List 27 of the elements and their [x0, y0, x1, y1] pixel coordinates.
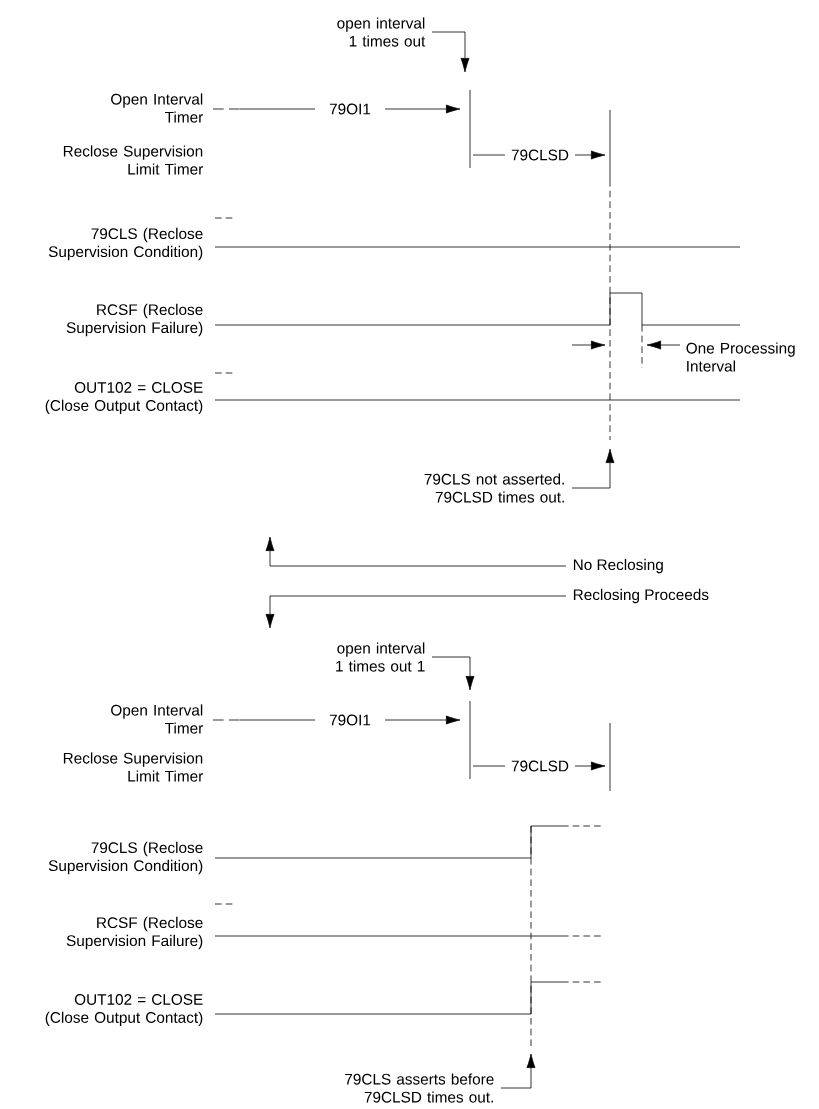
- leader-arrow: [431, 31, 470, 73]
- signal-label: 79CLSD: [509, 148, 571, 162]
- leader-arrow: [265, 536, 567, 567]
- signal-label: RCSF (Reclose Supervision Failure): [66, 916, 203, 950]
- signal-label: One Processing Interval: [686, 342, 795, 372]
- leader-arrow: [265, 595, 567, 629]
- signal-label: 79OI1: [327, 713, 373, 727]
- signal-label: Reclose Supervision Limit Timer: [63, 752, 203, 782]
- leader-arrow: [500, 1053, 536, 1089]
- signal-label: 79CLSD: [509, 759, 571, 773]
- leader-arrow: [571, 448, 615, 489]
- signal-label: 79OI1: [327, 102, 373, 116]
- callout-text: 79CLS asserts before 79CLSD times out.: [345, 1073, 494, 1103]
- signal-label: OUT102 = CLOSE (Close Output Contact): [45, 382, 203, 414]
- signal-label: OUT102 = CLOSE (Close Output Contact): [45, 994, 203, 1026]
- signal-label: Reclose Supervision Limit Timer: [63, 145, 203, 175]
- leader-arrow: [431, 656, 475, 691]
- signal-label: Open Interval Timer: [111, 93, 203, 123]
- callout-text: 79CLS not asserted. 79CLSD times out.: [424, 473, 564, 503]
- signal-label: 79CLS (Reclose Supervision Condition): [48, 841, 203, 875]
- signal-label: RCSF (Reclose Supervision Failure): [66, 303, 203, 337]
- callout-text: open interval 1 times out 1: [336, 642, 425, 672]
- signal-label: 79CLS (Reclose Supervision Condition): [48, 227, 203, 261]
- callout-text: open interval 1 times out: [337, 17, 426, 47]
- callout-text: Reclosing Proceeds: [573, 588, 709, 604]
- signal-label: Open Interval Timer: [111, 704, 203, 734]
- callout-text: No Reclosing: [573, 558, 663, 574]
